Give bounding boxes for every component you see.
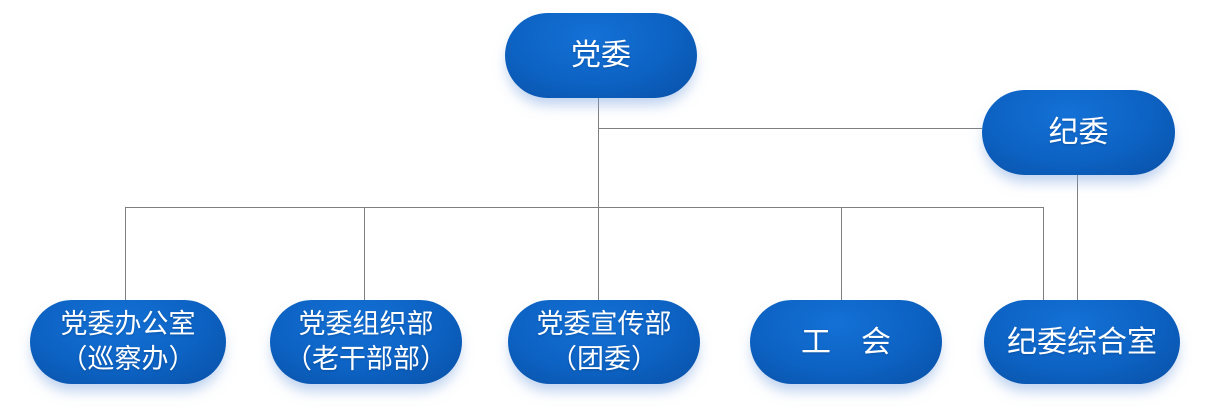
node-party-office-label-line1: 党委办公室 xyxy=(60,309,196,339)
node-discipline-office-label: 纪委综合室 xyxy=(1007,325,1157,359)
node-party-committee-label: 党委 xyxy=(571,39,631,72)
connector-bus-horizontal xyxy=(125,207,1043,208)
connector-party-committee-to-discipline-committee xyxy=(598,128,982,129)
connector-drop-discipline-office xyxy=(1043,207,1044,300)
node-propaganda-dept-label-line2: （团委） xyxy=(550,344,658,374)
node-party-office: 党委办公室 （巡察办） xyxy=(30,300,226,384)
node-labor-union-label: 工 会 xyxy=(801,325,891,359)
node-propaganda-dept-label-line1: 党委宣传部 xyxy=(536,309,672,339)
node-labor-union: 工 会 xyxy=(750,300,942,384)
node-party-committee: 党委 xyxy=(505,13,697,98)
node-organization-dept: 党委组织部 （老干部部） xyxy=(270,300,462,384)
node-organization-dept-label-line2: （老干部部） xyxy=(285,344,447,374)
node-discipline-office: 纪委综合室 xyxy=(984,300,1180,384)
connector-drop-labor-union xyxy=(841,207,842,300)
node-discipline-committee: 纪委 xyxy=(982,90,1175,175)
connector-discipline-committee-to-discipline-office xyxy=(1077,175,1078,300)
node-organization-dept-label-line1: 党委组织部 xyxy=(298,309,434,339)
node-party-office-label-line2: （巡察办） xyxy=(60,344,196,374)
node-propaganda-dept: 党委宣传部 （团委） xyxy=(508,300,700,384)
connector-drop-party-office xyxy=(125,207,126,300)
connector-party-committee-to-bus xyxy=(598,98,599,300)
node-discipline-committee-label: 纪委 xyxy=(1048,116,1109,149)
connector-drop-organization-dept xyxy=(364,207,365,300)
